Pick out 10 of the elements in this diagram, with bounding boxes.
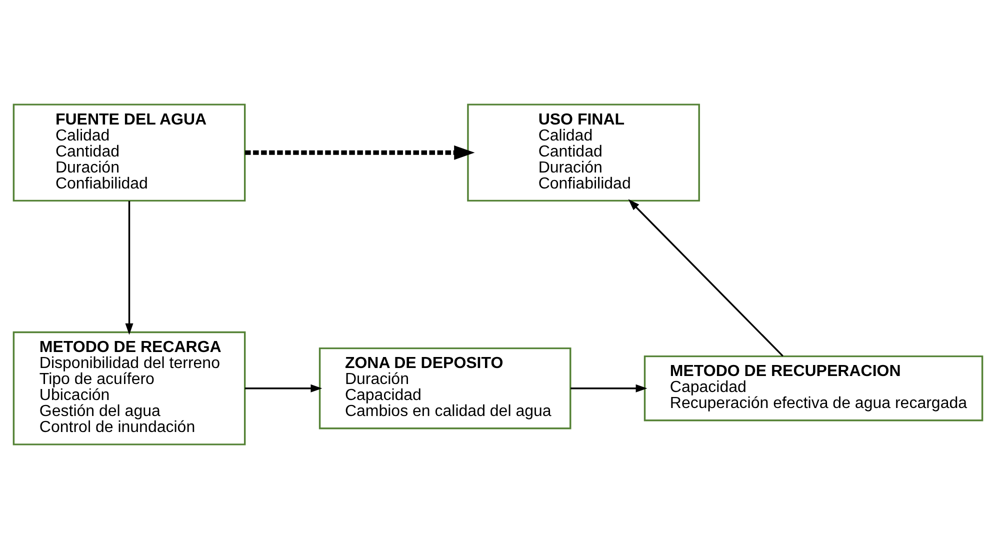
arrow [124,201,133,335]
node-box: FUENTE DEL AGUA Calidad Cantidad Duración Confiabilidad [12,104,246,202]
arrow [570,384,647,392]
node-box: ZONA DE DEPOSITO Duración Capacidad Cambios en calidad del agua [318,347,571,430]
arrow [244,145,474,160]
arrow [628,199,783,357]
node-box: METODO DE RECARGA Disponibilidad del terreno Tipo de acuífero Ubicación Gestión del agua Control de inundación [12,331,246,446]
node-box: METODO DE RECUPERACION Capacidad Recuperación efectiva de agua recargada [643,355,983,422]
node-box: USO FINAL Calidad Cantidad Duración Confiabilidad [466,104,700,202]
arrow [244,384,322,392]
